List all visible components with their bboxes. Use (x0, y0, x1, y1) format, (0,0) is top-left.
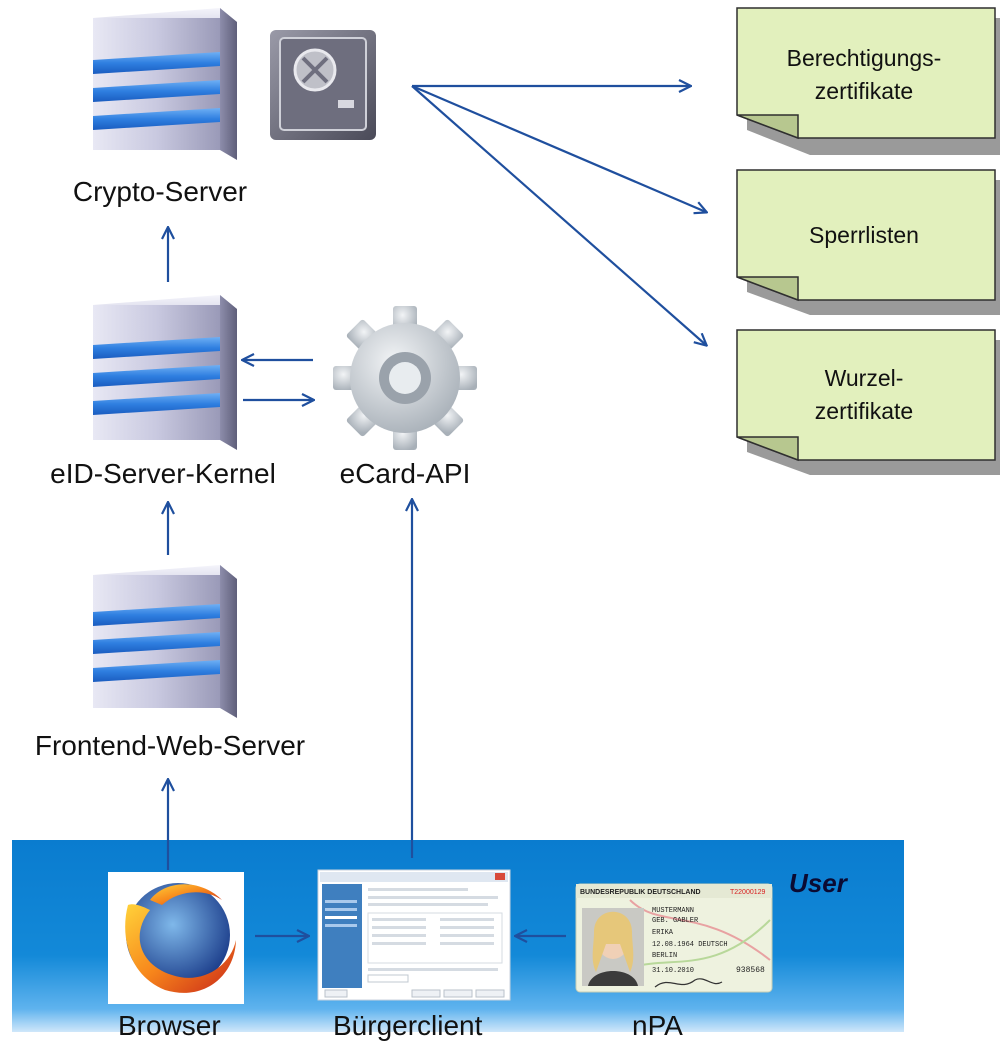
crypto-server-icon (93, 8, 237, 160)
browser-label: Browser (118, 1010, 221, 1041)
eid-server-kernel-label: eID-Server-Kernel (50, 458, 276, 489)
frontend-web-server-label: Frontend-Web-Server (34, 730, 306, 761)
id-card-given-name: ERIKA (652, 929, 674, 937)
note-line: Berechtigungs- (786, 45, 942, 71)
crypto-server-label: Crypto-Server (72, 176, 248, 207)
document-note-wurzelzertifikate (736, 329, 1000, 475)
id-card-birth-name: GEB. GABLER (652, 917, 699, 925)
id-card-header: BUNDESREPUBLIK DEUTSCHLAND (580, 889, 701, 896)
buergerclient-window-thumbnail (317, 869, 511, 1001)
id-card-number: T22000129 (730, 889, 766, 896)
note-line: zertifikate (814, 78, 914, 104)
firefox-browser-icon (108, 872, 244, 1004)
id-card-surname: MUSTERMANN (652, 907, 694, 915)
gear-icon (333, 306, 477, 450)
note-text-berechtigungszertifikate: Berechtigungs- zertifikate (733, 10, 995, 140)
arrow-crypto-to-sperrlisten (411, 84, 706, 212)
note-line: zertifikate (814, 398, 914, 424)
document-note-sperrlisten (736, 169, 1000, 315)
id-card-place: BERLIN (652, 952, 677, 960)
safe-icon (270, 30, 376, 140)
npa-id-card-image: BUNDESREPUBLIK DEUTSCHLAND T22000129 MUS… (575, 883, 773, 993)
note-line: Wurzel- (824, 365, 904, 391)
signature-mark (654, 978, 723, 988)
id-card-expiry: 31.10.2010 (652, 967, 694, 975)
id-card-dob: 12.08.1964 DEUTSCH (652, 941, 728, 949)
frontend-web-server-icon (93, 565, 237, 718)
buergerclient-label: Bürgerclient (333, 1010, 483, 1041)
ecard-api-label: eCard-API (339, 458, 471, 489)
id-card-can: 938568 (736, 966, 765, 975)
note-line: Sperrlisten (809, 221, 919, 248)
eid-server-kernel-icon (93, 295, 237, 450)
user-area-title: User (789, 868, 847, 898)
document-note-berechtigungszertifikate (736, 7, 1000, 155)
note-text-wurzelzertifikate: Wurzel- zertifikate (733, 330, 995, 460)
arrow-crypto-to-wurzelzertifikate (411, 85, 706, 345)
note-text-sperrlisten: Sperrlisten (733, 170, 995, 300)
npa-label: nPA (632, 1010, 683, 1041)
